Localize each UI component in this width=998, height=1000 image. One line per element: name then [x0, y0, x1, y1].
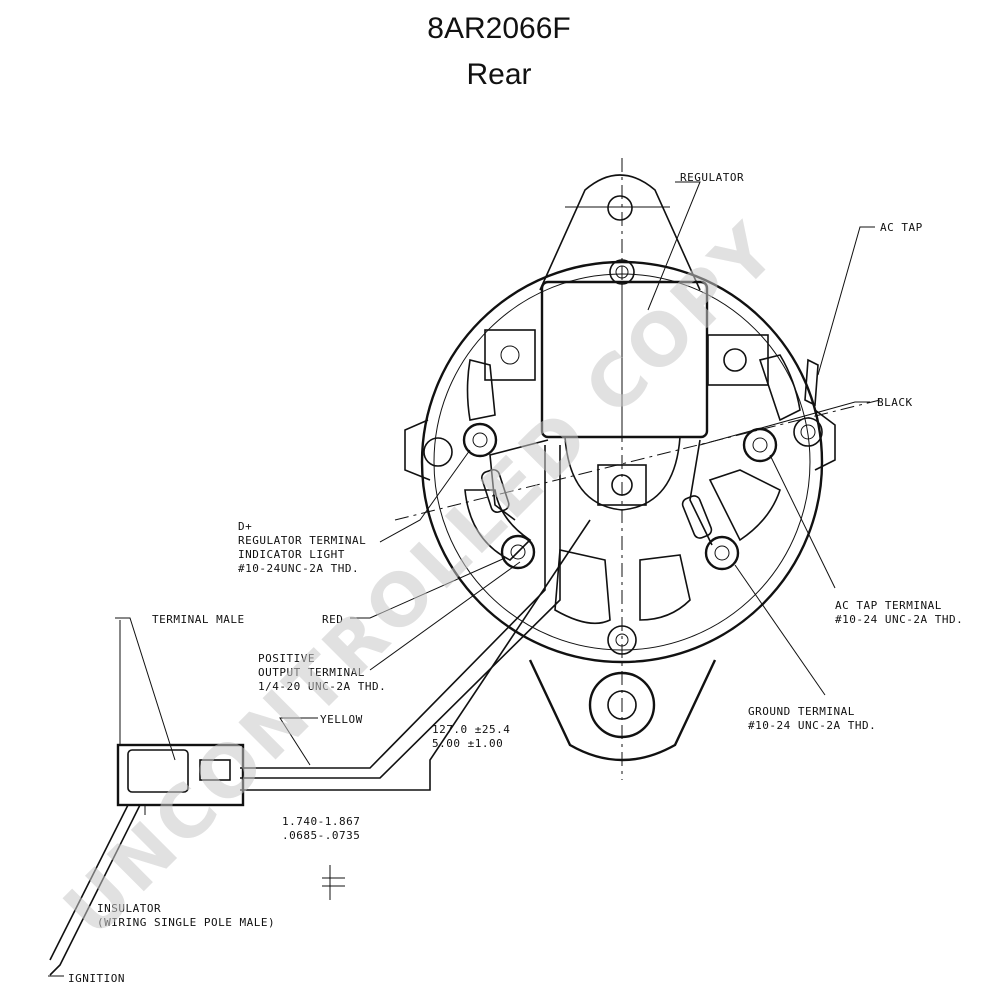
yellow-leader — [279, 717, 318, 766]
vent — [758, 354, 801, 422]
bottom-mount-boss — [588, 671, 656, 739]
ac-tap-stud — [804, 358, 819, 407]
bracket-nut — [723, 348, 747, 372]
yellow-wire — [240, 445, 546, 769]
d-plus-lead — [489, 439, 549, 521]
ac-tap-terminal-leader — [769, 454, 836, 589]
diagram-subtitle: Rear — [466, 58, 532, 91]
bottom-mount — [528, 659, 717, 762]
label-terminal-male: TERMINAL MALE — [152, 613, 245, 626]
yellow-wire-edge — [240, 445, 561, 779]
label-yellow: YELLOW — [320, 713, 363, 726]
label-dim-in: .0685-.0735 — [282, 829, 360, 842]
label-length-in: 5.00 ±1.00 — [432, 737, 503, 750]
right-ear-hole — [793, 417, 823, 447]
label-indicator-light: INDICATOR LIGHT — [238, 548, 345, 561]
watermark: UNCONTROLLED COPY — [48, 206, 794, 952]
d-plus-terminal-nut — [462, 422, 498, 458]
diagram-title: 8AR2066F — [427, 12, 571, 45]
label-regulator: REGULATOR — [680, 171, 744, 184]
red-leader — [350, 557, 506, 619]
ground-terminal-leader — [734, 564, 826, 696]
label-d-plus: D+ — [238, 520, 252, 533]
connector-pin — [199, 759, 231, 781]
ground-lead — [689, 439, 713, 546]
label-ac-tap: AC TAP — [880, 221, 923, 234]
alternator-housing — [420, 260, 824, 664]
d-plus-leader — [379, 449, 471, 543]
label-positive: POSITIVE — [258, 652, 315, 665]
left-ear-hole — [423, 437, 453, 467]
vent — [708, 469, 781, 542]
label-black: BLACK — [877, 396, 913, 409]
label-ground-thread: #10-24 UNC-2A THD. — [748, 719, 876, 732]
label-ignition: IGNITION — [68, 972, 125, 985]
vent — [464, 489, 532, 561]
left-bracket — [484, 329, 536, 381]
regulator-body — [540, 280, 709, 439]
bottom-mount-hole — [607, 690, 637, 720]
connector-insulator — [127, 749, 189, 793]
regulator-leader — [647, 181, 701, 311]
terminal-connector — [116, 743, 245, 807]
vent — [466, 359, 496, 421]
center-boss — [564, 436, 681, 511]
center-block — [597, 464, 647, 506]
vent — [639, 554, 691, 621]
output-terminal-nut — [500, 534, 536, 570]
ignition-wire-edge — [49, 804, 129, 961]
right-ear — [814, 409, 836, 471]
label-ac-tap-thread: #10-24 UNC-2A THD. — [835, 613, 963, 626]
ac-tap-leader — [817, 226, 875, 376]
ignition-wire — [49, 804, 141, 976]
ground-connector — [681, 495, 713, 539]
label-insulator-note: (WIRING SINGLE POLE MALE) — [97, 916, 275, 929]
diagonal-centerline — [394, 399, 881, 521]
lower-screw — [607, 625, 637, 655]
top-mount-hole — [607, 195, 633, 221]
positive-leader — [369, 561, 521, 671]
label-red: RED — [322, 613, 343, 626]
label-output-thread: 1/4-20 UNC-2A THD. — [258, 680, 386, 693]
center-screw — [611, 474, 633, 496]
right-bracket — [707, 334, 769, 386]
label-ac-tap-terminal: AC TAP TERMINAL — [835, 599, 942, 612]
label-regulator-terminal: REGULATOR TERMINAL — [238, 534, 366, 547]
ground-terminal-nut — [704, 535, 740, 571]
label-output-terminal: OUTPUT TERMINAL — [258, 666, 365, 679]
vent — [554, 549, 611, 625]
red-wire — [240, 519, 591, 791]
label-dim-mm: 1.740-1.867 — [282, 815, 360, 828]
label-ground-terminal: GROUND TERMINAL — [748, 705, 855, 718]
label-length-mm: 127.0 ±25.4 — [432, 723, 510, 736]
left-ear — [404, 419, 431, 481]
terminal-male-leader — [115, 617, 176, 761]
top-mount-ear — [539, 174, 701, 291]
ac-tap-terminal-nut — [742, 427, 778, 463]
black-leader — [699, 401, 870, 446]
label-insulator: INSULATOR — [97, 902, 161, 915]
label-regulator-thread: #10-24UNC-2A THD. — [238, 562, 359, 575]
d-plus-connector — [481, 468, 510, 513]
